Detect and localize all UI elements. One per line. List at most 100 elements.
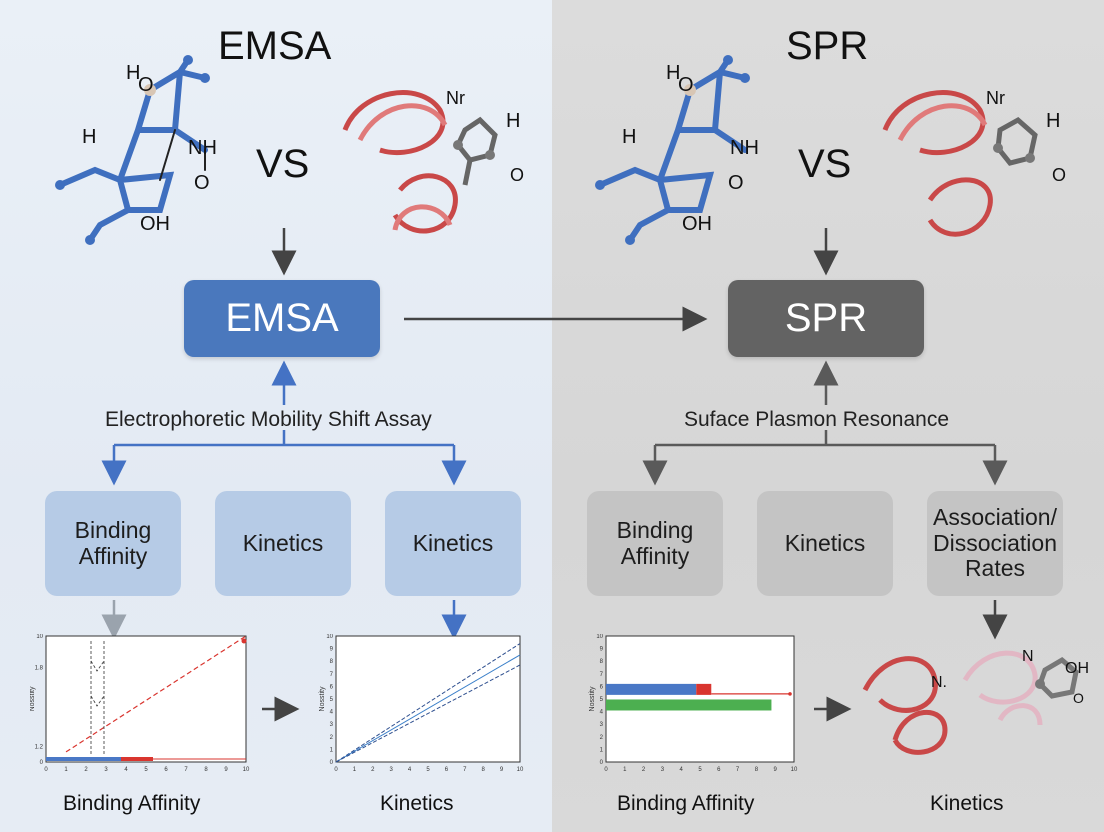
atom-label: H	[666, 62, 681, 84]
x-tick-label: 5	[426, 767, 430, 773]
atom-label: O	[1073, 690, 1084, 706]
x-tick-label: 8	[204, 767, 208, 773]
atom-label: OH	[1065, 660, 1089, 677]
series-line	[335, 664, 521, 763]
bottom-right-dna-icon	[862, 650, 1079, 755]
x-tick-label: 7	[463, 767, 467, 773]
y-tick-label: 0	[40, 760, 44, 766]
emsa-title: EMSA	[218, 24, 332, 68]
atom-label: H	[82, 126, 97, 148]
x-tick-label: 4	[124, 767, 128, 773]
atom-label: O	[1052, 165, 1067, 185]
atom-label: O	[138, 74, 154, 96]
y-tick-label: 9	[330, 647, 334, 653]
y-tick-label: 2	[330, 735, 334, 741]
atom-label: OH	[140, 213, 170, 235]
left-dna-icon	[342, 90, 498, 234]
y-tick-label: 1.2	[35, 744, 44, 750]
atom-label: Nr	[986, 88, 1005, 108]
series-line	[335, 643, 521, 763]
y-tick-label: 1	[330, 747, 334, 753]
x-tick-label: 0	[334, 767, 338, 773]
x-tick-label: 2	[371, 767, 375, 773]
y-axis-label: Nosstity	[589, 686, 596, 711]
y-tick-label: 4	[330, 710, 334, 716]
plot-area	[335, 635, 521, 763]
spr-subtitle: Suface Plasmon Resonance	[684, 408, 949, 431]
x-tick-label: 9	[500, 767, 504, 773]
x-tick-label: 1	[64, 767, 68, 773]
data-point	[241, 638, 247, 644]
card-kinetics: Kinetics	[385, 491, 521, 596]
y-tick-label: 10	[596, 634, 603, 640]
right-small-molecule-icon	[595, 55, 750, 245]
bar-blue	[606, 683, 697, 695]
y-tick-label: 2	[600, 735, 604, 741]
y-tick-label: 10	[36, 634, 43, 640]
bottom-label-kinetics: Kinetics	[930, 792, 1004, 815]
card-kinetics: Kinetics	[757, 491, 893, 596]
y-tick-label: 9	[600, 647, 604, 653]
y-tick-label: 7	[330, 672, 334, 678]
x-tick-label: 2	[84, 767, 88, 773]
bar-red	[696, 683, 712, 695]
atom-label: NH	[730, 137, 759, 159]
y-tick-label: 10	[326, 634, 333, 640]
x-tick-label: 6	[164, 767, 168, 773]
atom-label: N	[1022, 648, 1034, 665]
atom-label: O	[510, 165, 525, 185]
bar-blue	[46, 757, 121, 761]
plot-area	[605, 635, 795, 763]
dashed-guide	[90, 641, 105, 756]
x-tick-label: 0	[604, 767, 608, 773]
x-tick-label: 10	[517, 767, 524, 773]
emsa-method-box: EMSA	[184, 280, 380, 357]
spr-method-box: SPR	[728, 280, 924, 357]
atom-label: H	[1046, 110, 1061, 132]
atom-label: O	[678, 74, 694, 96]
x-tick-label: 3	[104, 767, 108, 773]
y-tick-label: 4	[600, 710, 604, 716]
x-tick-label: 7	[184, 767, 188, 773]
atom-label: H	[506, 110, 521, 132]
atom-label: H	[622, 126, 637, 148]
data-point	[788, 692, 792, 696]
x-tick-label: 0	[44, 767, 48, 773]
x-tick-label: 8	[482, 767, 486, 773]
bottom-label-binding-affinity: Binding Affinity	[617, 792, 755, 815]
x-tick-label: 1	[623, 767, 627, 773]
y-tick-label: 5	[330, 697, 334, 703]
x-tick-label: 2	[642, 767, 646, 773]
x-tick-label: 8	[755, 767, 759, 773]
x-tick-label: 5	[144, 767, 148, 773]
y-tick-label: 5	[600, 697, 604, 703]
y-tick-label: 7	[600, 672, 604, 678]
left-vs-label: VS	[256, 142, 310, 186]
x-tick-label: 9	[224, 767, 228, 773]
right-dna-icon	[882, 90, 1038, 237]
series-line	[65, 635, 247, 753]
card-binding-affinity: Binding Affinity	[45, 491, 181, 596]
emsa-subtitle: Electrophoretic Mobility Shift Assay	[105, 408, 432, 431]
y-tick-label: 3	[600, 722, 604, 728]
y-tick-label: 8	[330, 659, 334, 665]
atom-label: H	[126, 62, 141, 84]
atom-label: O	[194, 172, 210, 194]
atom-label: NH	[188, 137, 217, 159]
spr-title: SPR	[786, 24, 869, 68]
series-line	[335, 654, 521, 763]
y-axis-label: Nosstity	[30, 686, 36, 711]
y-tick-label: 1.8	[35, 666, 44, 672]
y-tick-label: 3	[330, 722, 334, 728]
y-axis-label: Nosstity	[319, 686, 326, 711]
x-tick-label: 5	[698, 767, 702, 773]
atom-label: N.	[931, 674, 947, 691]
y-tick-label: 0	[330, 760, 334, 766]
y-tick-label: 6	[330, 684, 334, 690]
atom-label: O	[728, 172, 744, 194]
